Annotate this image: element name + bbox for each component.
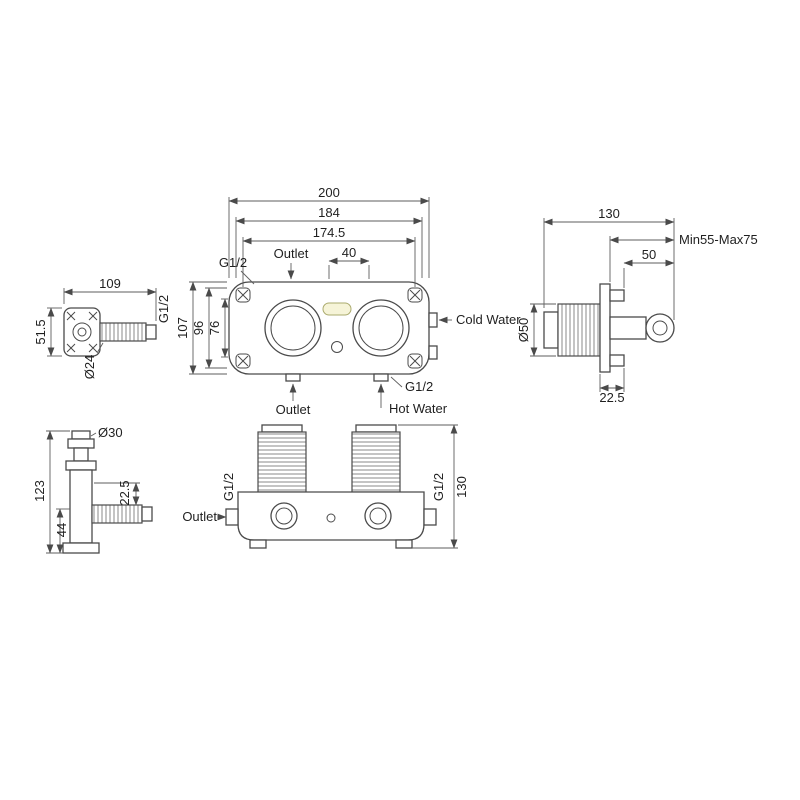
side-left-geometry [63,307,157,357]
threaded-side-pipe [91,504,143,524]
body-collar [543,311,559,349]
thread-side-left-label: G1/2 [156,295,171,323]
center-screw-hole [331,341,343,353]
bottom-left-dimensions: Ø30 123 44 22.5 [32,425,140,554]
outlet-top-label: Outlet [274,246,309,261]
dim-bottom-front-height: 130 [454,476,469,498]
left-foot [249,539,267,549]
dim-front-overall-width: 200 [318,185,340,200]
dim-lower-height: 44 [54,523,69,537]
dim-front-port-height: 76 [207,321,222,335]
side-right-view: 130 Min55-Max75 50 Ø50 22.5 [516,206,758,405]
dim-front-overall-height: 107 [175,317,190,339]
cold-water-label: Cold Water [456,312,521,327]
left-port-circle [270,502,298,530]
top-outlet-slot [322,302,352,316]
dim-pipe-offset: 22.5 [117,480,132,505]
threaded-pipe [99,322,147,342]
hot-water-label: Hot Water [389,401,448,416]
dim-front-body-width: 184 [318,205,340,220]
bottom-fitting [609,354,625,367]
mid-flange [65,460,97,471]
thread-top-left-label: G1/2 [219,255,247,270]
bottom-front-view: G1/2 G1/2 130 Outlet [182,424,469,549]
right-cartridge-bore [352,299,410,357]
dim-side-left-height: 51.5 [33,319,48,344]
cap-collar [67,438,95,449]
valve-body-bottom [237,491,425,541]
pipe-end-cap [145,324,157,340]
wall-flange [63,307,101,357]
dim-outlet-offset: 40 [342,245,356,260]
dim-cap-diameter: Ø30 [98,425,123,440]
bottom-front-geometry [225,424,437,549]
bottom-left-view: Ø30 123 44 22.5 [32,425,153,554]
side-right-geometry [543,283,675,373]
valve-body-side [557,303,601,357]
bottom-front-dimensions: G1/2 G1/2 130 Outlet [182,424,469,549]
right-foot [395,539,413,549]
bottom-left-geometry [62,430,153,554]
side-pipe-cap [141,506,153,522]
outlet-side-label: Outlet [182,509,217,524]
dim-bottom-left-height: 123 [32,480,47,502]
vertical-body [69,469,93,544]
right-outlet-tab [423,508,437,526]
right-threaded-tower [351,431,401,493]
top-cap [71,430,91,440]
screw-cross [407,353,423,369]
dim-front-depth: 50 [642,247,656,262]
neck [73,447,89,462]
thread-bottom-right-label: G1/2 [405,379,433,394]
outlet-bottom-label: Outlet [276,402,311,417]
dim-pipe-diameter: Ø24 [82,355,97,380]
dim-side-left-width: 109 [99,276,121,291]
hot-water-port [373,373,389,382]
bottom-outlet-port [285,373,301,382]
pipe-end-circle [645,313,675,343]
front-view-geometry [228,281,438,382]
left-cartridge-bore [264,299,322,357]
dim-plate-offset: 22.5 [599,390,624,405]
dim-body-diameter: Ø50 [516,318,531,343]
right-tower-cap [355,424,397,433]
screw-cross [235,353,251,369]
front-view-dimensions: 200 184 174.5 40 Outlet G1/2 107 [175,185,521,417]
right-lower-port [428,345,438,360]
screw-cross [66,311,98,353]
cold-water-port [428,312,438,328]
base-foot [62,542,100,554]
flange-boss [72,322,92,342]
side-left-dimensions: 109 G1/2 51.5 Ø24 [33,276,171,379]
mounting-plate [599,283,611,373]
center-detail-hole [326,513,336,523]
left-threaded-tower [257,431,307,493]
dim-front-inner-height: 96 [191,321,206,335]
dim-front-screw-spacing: 174.5 [313,225,346,240]
dim-side-right-width: 130 [598,206,620,221]
top-fitting [609,289,625,302]
side-right-dimensions: 130 Min55-Max75 50 Ø50 22.5 [516,206,758,405]
screw-cross [235,287,251,303]
side-left-view: 109 G1/2 51.5 Ø24 [33,276,171,379]
thread-right-label: G1/2 [431,473,446,501]
screw-cross [407,287,423,303]
front-view: 200 184 174.5 40 Outlet G1/2 107 [175,185,521,417]
left-outlet-tab [225,508,239,526]
outlet-pipe-side [609,316,647,340]
thread-left-label: G1/2 [221,473,236,501]
dim-install-depth-range: Min55-Max75 [679,232,758,247]
left-tower-cap [261,424,303,433]
right-port-circle [364,502,392,530]
